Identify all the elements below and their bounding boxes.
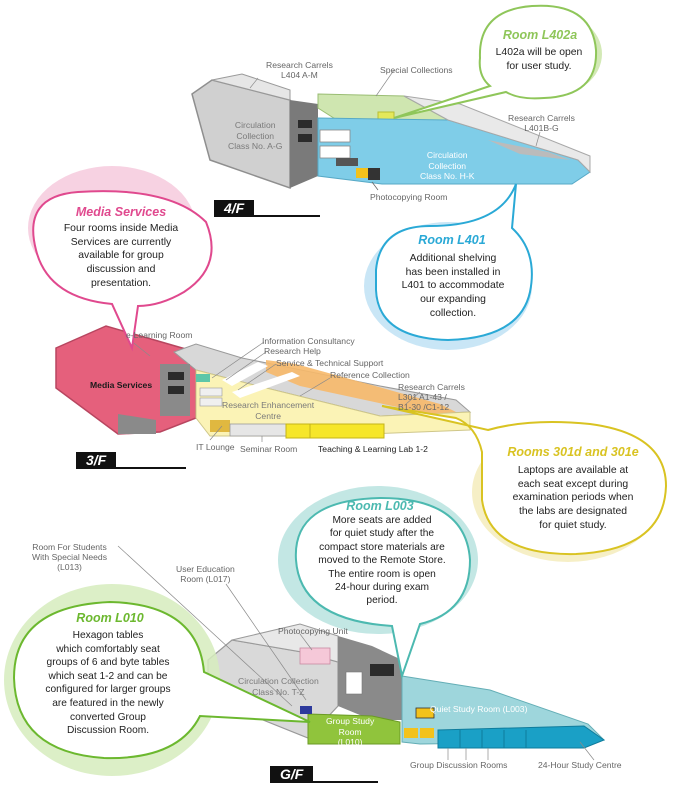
callout-l010-title: Room L010 <box>76 611 144 625</box>
floor-label-4f: 4/F <box>214 200 255 217</box>
reference-collection-area <box>266 360 456 414</box>
study-centre-24h-area <box>437 725 606 749</box>
label-research-carrels-l404: Research Carrels L404 A-M <box>266 60 333 80</box>
callout-l402a-body: L402a will be open for user study. <box>495 47 583 72</box>
label-photocopying-room: Photocopying Room <box>370 192 448 202</box>
label-special-collections: Special Collections <box>380 65 453 75</box>
callout-l003-body: More seats are added for quiet study aft… <box>318 515 446 607</box>
research-enhancement-area <box>195 369 471 437</box>
label-photocopying-unit: Photocopying Unit <box>278 626 348 636</box>
label-media-services: Media Services <box>90 380 153 390</box>
label-seminar-room: Seminar Room <box>240 444 298 454</box>
photocopying-unit-area <box>299 647 331 665</box>
callout-media-title: Media Services <box>75 205 167 219</box>
label-special-needs-room: Room For Students With Special Needs (L0… <box>32 542 107 572</box>
label-service-technical-support: Service & Technical Support <box>276 358 384 368</box>
callout-301-title: Rooms 301d and 301e <box>507 445 639 459</box>
callout-l003-title: Room L003 <box>346 499 414 513</box>
callout-301-body: Laptops are available at each seat excep… <box>512 465 634 531</box>
callout-l010-bubble <box>4 584 311 776</box>
photocopy-icon-4f <box>356 168 368 178</box>
callout-l401-body: Additional shelving has been installed i… <box>401 253 505 319</box>
teaching-learning-lab-area <box>285 423 385 439</box>
callout-l003-bubble <box>278 486 478 680</box>
callout-media-bubble <box>28 166 213 352</box>
callout-l401-bubble <box>364 183 533 350</box>
callout-l402a-bubble <box>393 4 602 119</box>
group-study-room-area <box>307 713 401 745</box>
label-group-discussion-rooms: Group Discussion Rooms <box>410 760 508 770</box>
label-circulation-t-z: Circulation Collection Class No. T-Z <box>238 676 319 697</box>
floor-3-plan <box>55 325 472 442</box>
label-teaching-learning-lab: Teaching & Learning Lab 1-2 <box>318 444 428 454</box>
label-e-learning-room: e-Learning Room <box>126 330 193 340</box>
label-reference-collection: Reference Collection <box>330 370 410 380</box>
label-research-enhancement-centre: Research Enhancement Centre <box>222 400 315 421</box>
label-circulation-a-g: Circulation Collection Class No. A-G <box>228 120 283 151</box>
floor-g-plan <box>117 545 606 761</box>
floor-underline-4f <box>254 215 320 217</box>
callout-301-bubble <box>381 405 668 562</box>
label-it-lounge: IT Lounge <box>196 442 235 452</box>
floor-label-gf: G/F <box>270 766 314 783</box>
floor-underline-gf <box>312 781 378 783</box>
label-research-carrels-l401: Research Carrels L401B-G <box>508 113 575 133</box>
callout-l401-title: Room L401 <box>418 233 486 247</box>
floor-underline-3f <box>116 467 186 469</box>
floor-label-3f: 3/F <box>76 452 117 469</box>
label-information-consultancy: Information Consultancy <box>262 336 355 346</box>
it-lounge-area <box>210 420 230 432</box>
label-circulation-h-k: Circulation Collection Class No. H-K <box>420 150 475 181</box>
label-group-study-room: Group Study Room (L010) <box>326 716 375 747</box>
core-4f <box>290 100 318 188</box>
callout-l402a-title: Room L402a <box>502 28 578 42</box>
callout-media-body: Four rooms inside Media Services are cur… <box>63 223 179 289</box>
label-user-education-room: User Education Room (L017) <box>176 564 235 584</box>
label-research-carrels-l301: Research Carrels L301 A1-43 / B1-30 /C1-… <box>398 382 465 412</box>
research-carrels-l401-area <box>403 95 591 174</box>
label-quiet-study-room: Quiet Study Room (L003) <box>430 704 528 714</box>
label-research-help: Research Help <box>264 346 321 356</box>
label-24-hour-study-centre: 24-Hour Study Centre <box>538 760 622 770</box>
floor-4-plan <box>191 69 591 191</box>
callout-l010-body: Hexagon tables which comfortably seat gr… <box>45 630 171 737</box>
